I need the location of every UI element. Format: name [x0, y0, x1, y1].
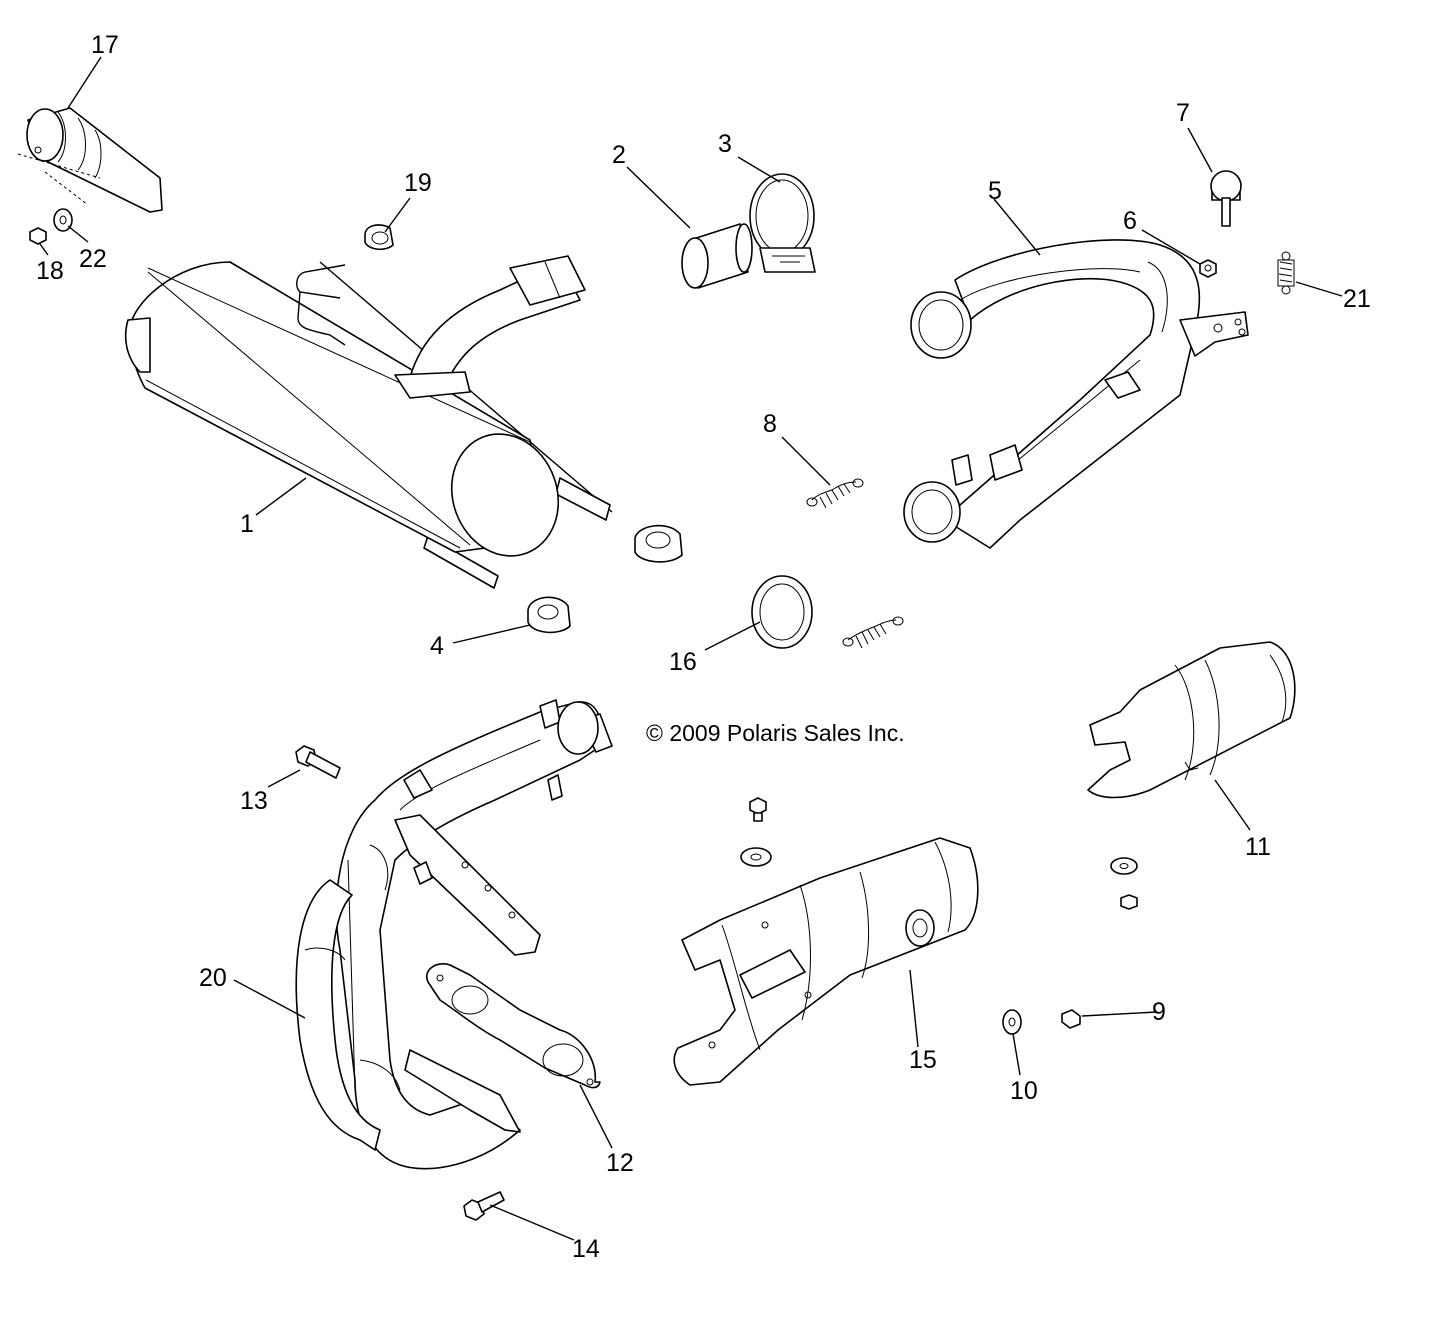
- callout-4: 4: [430, 632, 444, 660]
- spring-unlabeled: [842, 616, 904, 649]
- callout-9: 9: [1152, 998, 1166, 1026]
- callout-14: 14: [572, 1235, 600, 1263]
- callout-15: 15: [909, 1046, 937, 1074]
- part-22-washer: [53, 208, 73, 232]
- callout-19: 19: [404, 169, 432, 197]
- part-1-muffler: [124, 255, 613, 589]
- callout-3: 3: [718, 130, 732, 158]
- callout-21: 21: [1343, 285, 1371, 313]
- part-17-spark-arrestor: [17, 107, 163, 213]
- part-19-grommet: [364, 224, 394, 251]
- part-10-washer: [1002, 1009, 1022, 1035]
- leader-lines: [39, 56, 1343, 1241]
- callout-7: 7: [1176, 99, 1190, 127]
- part-4-grommet: [527, 596, 571, 634]
- part-20-header-pipe: [295, 699, 613, 1170]
- part-7-rubber-bumper: [1210, 170, 1242, 227]
- callout-12: 12: [606, 1149, 634, 1177]
- callout-6: 6: [1123, 207, 1137, 235]
- callout-16: 16: [669, 648, 697, 676]
- part-2-exhaust-sleeve: [681, 223, 753, 289]
- part-13-bolt: [295, 745, 341, 779]
- part-16-ring-gasket: [751, 575, 813, 649]
- callout-17: 17: [91, 31, 119, 59]
- callout-8: 8: [763, 410, 777, 438]
- callout-5: 5: [988, 177, 1002, 205]
- callout-1: 1: [240, 510, 254, 538]
- bolt-unlabeled-right: [1120, 894, 1138, 910]
- part-11-heat-shield: [1087, 641, 1296, 799]
- callout-10: 10: [1010, 1077, 1038, 1105]
- part-21-spring: [1277, 251, 1295, 295]
- callout-22: 22: [79, 245, 107, 273]
- callout-13: 13: [240, 787, 268, 815]
- washer-unlabeled-center: [740, 847, 772, 867]
- part-15-heat-shield: [673, 837, 979, 1086]
- washer-unlabeled-right: [1110, 857, 1138, 875]
- part-12-exhaust-gasket: [426, 963, 601, 1089]
- copyright-notice: © 2009 Polaris Sales Inc.: [646, 720, 905, 746]
- part-14-bolt: [463, 1191, 505, 1221]
- part-3-clamp: [749, 173, 816, 273]
- part-5-head-pipe: [903, 239, 1249, 549]
- callout-11: 11: [1245, 833, 1271, 861]
- callout-18: 18: [36, 257, 64, 285]
- callout-20: 20: [199, 964, 227, 992]
- part-9-bolt: [1061, 1009, 1081, 1029]
- part-6-nut: [1199, 259, 1217, 278]
- part-8-spring: [806, 478, 864, 509]
- part-18-bolt: [29, 227, 47, 245]
- callout-2: 2: [612, 141, 626, 169]
- grommet-unlabeled: [634, 524, 683, 563]
- callout-labels: 17 18 22 1 2 3 4 5 6 7 8 9 10 11 12 13 1…: [36, 31, 1371, 1263]
- bolt-unlabeled-center: [749, 797, 767, 822]
